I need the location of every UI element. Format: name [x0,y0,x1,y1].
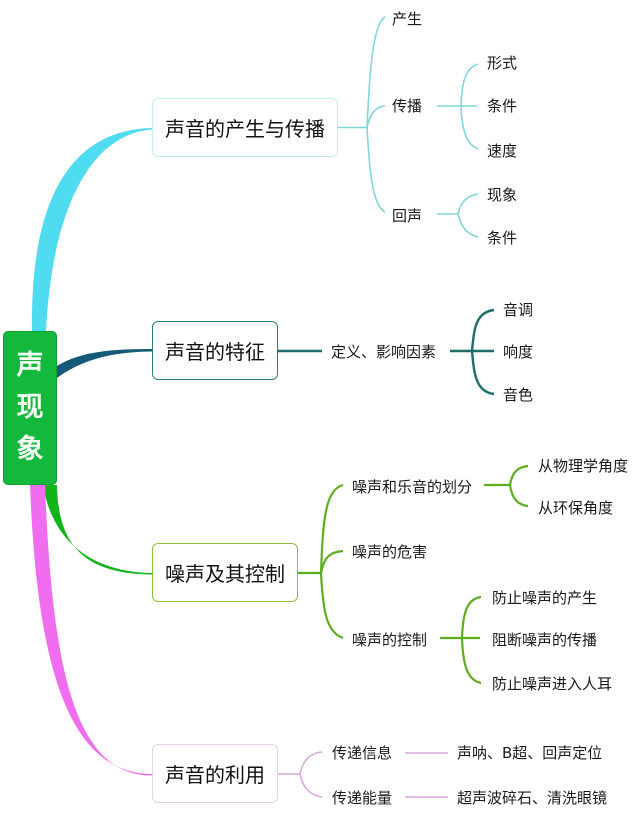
branch-line-noise-control [43,485,152,575]
branch-line-sound-features [57,349,152,378]
leaf-information-examples[interactable]: 声呐、B超、回声定位 [457,744,603,762]
root-char: 象 [16,434,44,465]
topic-sound-features[interactable]: 声音的特征 [152,321,278,380]
subtopic-noise-hazards[interactable]: 噪声的危害 [352,543,428,561]
subtopic-definition-factors[interactable]: 定义、影响因素 [331,343,437,361]
connector-group-sound-features [278,308,495,396]
topic-label: 声音的特征 [165,340,265,364]
subtopic-echo[interactable]: 回声 [392,207,423,225]
subtopic-noise-control-methods[interactable]: 噪声的控制 [352,631,428,649]
connector-group-noise-control [298,464,529,685]
branch-line-sound-production [31,128,152,331]
root-char: 现 [16,392,44,423]
connector-group-sound-production [338,16,479,238]
leaf-prevent-noise-entering-ear[interactable]: 防止噪声进入人耳 [492,675,613,693]
subtopic-noise-vs-music[interactable]: 噪声和乐音的划分 [352,478,473,496]
leaf-timbre[interactable]: 音色 [503,386,534,404]
topic-label: 噪声及其控制 [165,562,285,586]
topic-sound-production-propagation[interactable]: 声音的产生与传播 [152,98,338,157]
branch-line-sound-utilization [30,485,152,776]
topic-sound-utilization[interactable]: 声音的利用 [152,744,278,803]
root-char: 声 [16,350,44,381]
leaf-propagation-speed[interactable]: 速度 [487,142,518,160]
leaf-physics-perspective[interactable]: 从物理学角度 [538,457,629,475]
subtopic-propagation[interactable]: 传播 [392,97,423,115]
leaf-block-noise-propagation[interactable]: 阻断噪声的传播 [492,631,598,649]
connector-group-sound-utilization [278,751,448,798]
subtopic-transmit-information[interactable]: 传递信息 [332,744,393,762]
leaf-loudness[interactable]: 响度 [503,343,534,361]
leaf-propagation-condition[interactable]: 条件 [487,97,518,115]
leaf-prevent-noise-generation[interactable]: 防止噪声的产生 [492,589,598,607]
root-node[interactable]: 声 现 象 [3,331,57,485]
subtopic-production[interactable]: 产生 [392,10,423,28]
leaf-propagation-form[interactable]: 形式 [487,54,518,72]
topic-label: 声音的利用 [165,763,265,787]
topic-noise-control[interactable]: 噪声及其控制 [152,543,298,602]
leaf-pitch[interactable]: 音调 [503,301,534,319]
leaf-environmental-perspective[interactable]: 从环保角度 [538,499,614,517]
topic-label: 声音的产生与传播 [165,117,325,141]
subtopic-transmit-energy[interactable]: 传递能量 [332,789,393,807]
leaf-echo-phenomenon[interactable]: 现象 [487,186,518,204]
leaf-echo-condition[interactable]: 条件 [487,229,518,247]
leaf-energy-examples[interactable]: 超声波碎石、清洗眼镜 [457,789,608,807]
